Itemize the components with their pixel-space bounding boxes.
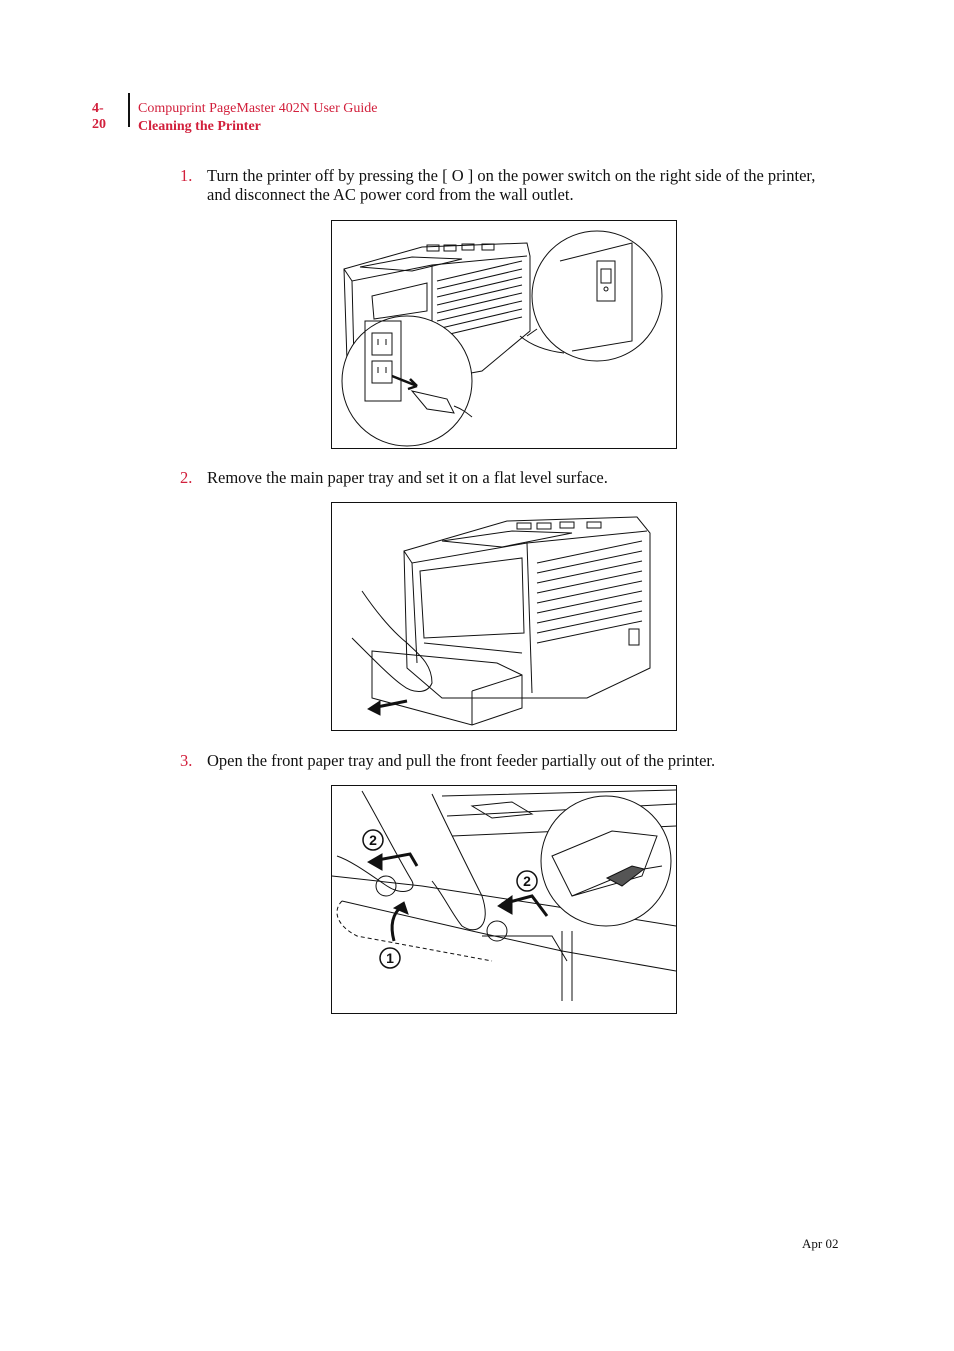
figure-remove-tray [331, 502, 677, 731]
callout-2-right: 2 [516, 870, 538, 892]
callout-2-left: 2 [362, 829, 384, 851]
callout-label: 2 [523, 873, 531, 889]
front-feeder-illustration: 2 2 1 [332, 789, 676, 1001]
footer-date: Apr 02 [802, 1236, 839, 1251]
header-divider [128, 93, 130, 127]
callout-1: 1 [379, 947, 401, 969]
figure-power-off [331, 220, 677, 449]
step-text: Open the front paper tray and pull the f… [207, 751, 716, 770]
callout-label: 1 [386, 950, 394, 966]
callout-label: 2 [369, 832, 377, 848]
step-number: 2. [180, 468, 193, 487]
page-number: 4-20 [92, 101, 106, 132]
guide-title: Compuprint PageMaster 402N User Guide [138, 101, 378, 116]
step-number: 3. [180, 751, 193, 770]
step-text: Turn the printer off by pressing the [ O… [207, 166, 816, 204]
step-number: 1. [180, 166, 193, 185]
figure-front-feeder: 2 2 1 [331, 785, 677, 1014]
step-text: Remove the main paper tray and set it on… [207, 468, 608, 487]
printer-power-illustration [341, 230, 663, 447]
tray-removal-illustration [351, 516, 651, 726]
section-title: Cleaning the Printer [138, 119, 261, 134]
